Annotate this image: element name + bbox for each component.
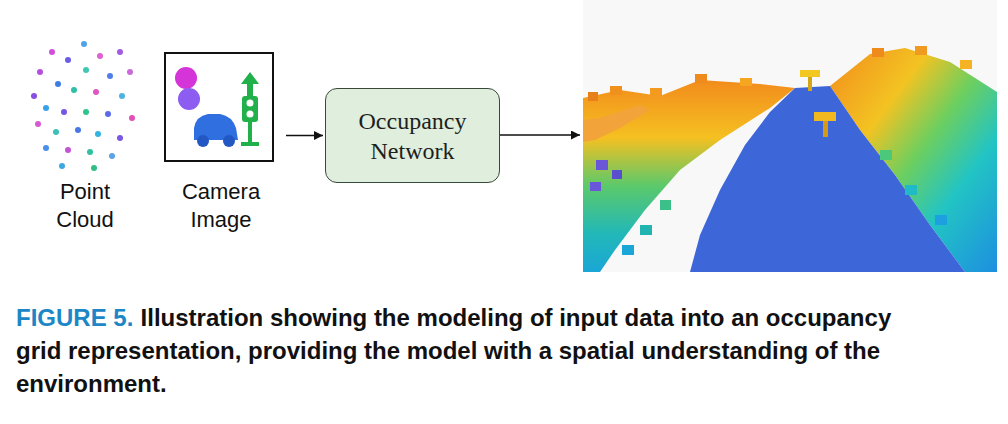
- output-arrow: [500, 134, 580, 136]
- caption-text: Illustration showing the modeling of inp…: [16, 304, 891, 397]
- flow-arrow: [286, 135, 323, 137]
- point-cloud: [31, 41, 135, 171]
- figure-number: FIGURE 5.: [16, 304, 133, 331]
- node-caption: Camera Image: [151, 178, 291, 234]
- node-label: Occupancy Network: [338, 106, 487, 166]
- input-label: Point Cloud: [30, 178, 140, 234]
- process-box: Occupancy Network: [325, 88, 500, 183]
- figure-caption-block: FIGURE 5.Illustration showing the modeli…: [16, 301, 916, 400]
- camera-image-box: Camera Image: [164, 52, 274, 162]
- camera-icon: [175, 67, 259, 147]
- occupancy-render: [583, 0, 997, 272]
